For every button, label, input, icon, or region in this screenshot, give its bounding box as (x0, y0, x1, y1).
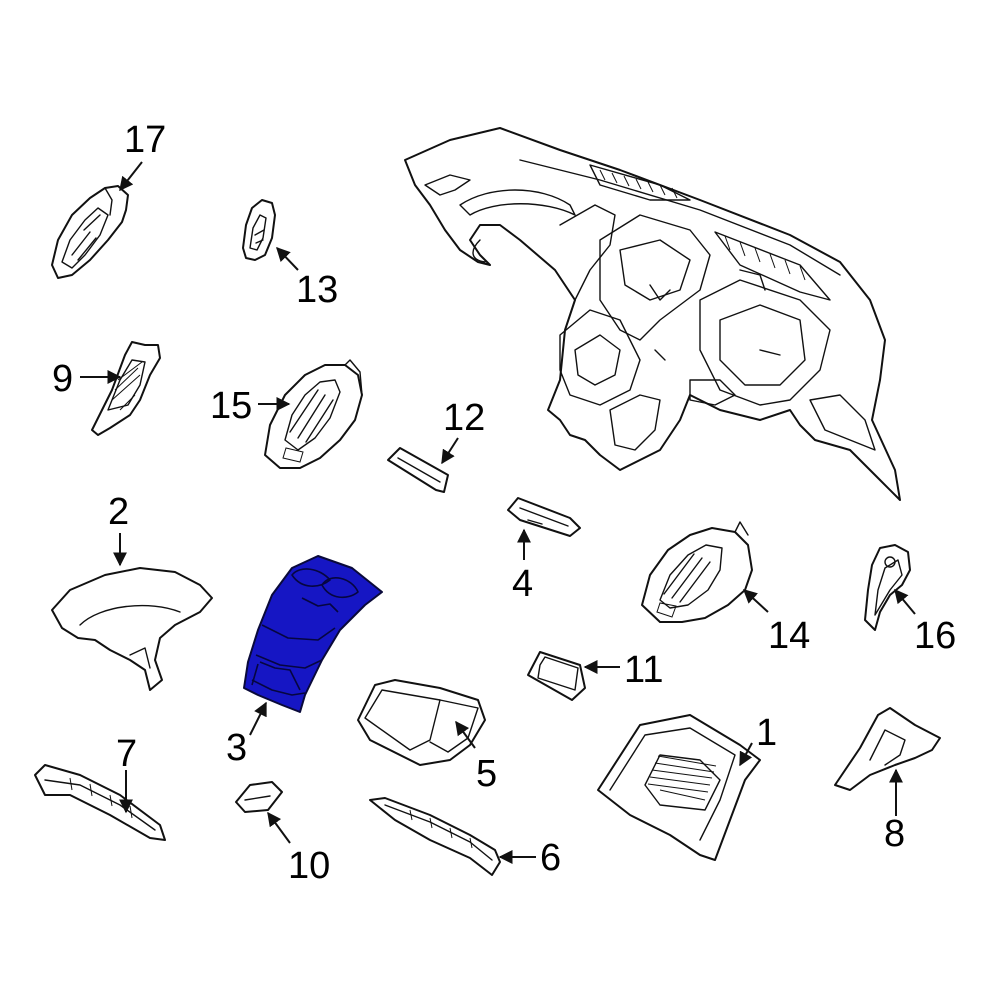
callout-12: 12 (443, 397, 485, 439)
callout-6: 6 (540, 837, 561, 879)
part-15-vent-assembly (264, 359, 363, 469)
part-8-trim (834, 707, 941, 791)
callout-13: 13 (296, 269, 338, 311)
callout-14: 14 (768, 615, 810, 657)
part-1-glove-box (597, 714, 761, 861)
callout-17: 17 (124, 119, 166, 161)
part-16-trim (864, 544, 911, 631)
callout-5: 5 (476, 753, 497, 795)
callout-9: 9 (52, 358, 73, 400)
part-9-panel (91, 341, 161, 436)
part-14-vent-assembly (641, 521, 753, 623)
callout-11: 11 (624, 649, 663, 691)
part-10-clip (235, 781, 283, 813)
part-6-trim (369, 797, 501, 876)
part-12-bracket (387, 447, 449, 493)
callout-1: 1 (756, 712, 777, 754)
leader-lines (80, 161, 916, 864)
callout-labels: 17 13 9 15 12 2 4 14 16 11 3 5 1 8 7 10 … (52, 119, 956, 887)
part-5-display-housing (357, 679, 486, 766)
part-7-trim (34, 764, 166, 841)
callout-10: 10 (288, 845, 330, 887)
callout-4: 4 (512, 563, 533, 605)
callout-8: 8 (884, 813, 905, 855)
callout-16: 16 (914, 615, 956, 657)
callout-3: 3 (226, 727, 247, 769)
part-2-column-cover (51, 567, 213, 691)
callout-7: 7 (116, 733, 137, 775)
part-3-console-highlighted (243, 555, 383, 713)
dashboard-frame (404, 127, 901, 501)
part-4-bracket (507, 497, 581, 537)
part-17-vent (51, 185, 129, 279)
part-11-duct (527, 651, 586, 701)
callout-2: 2 (108, 491, 129, 533)
part-13-vent (242, 199, 276, 261)
callout-15: 15 (210, 385, 252, 427)
